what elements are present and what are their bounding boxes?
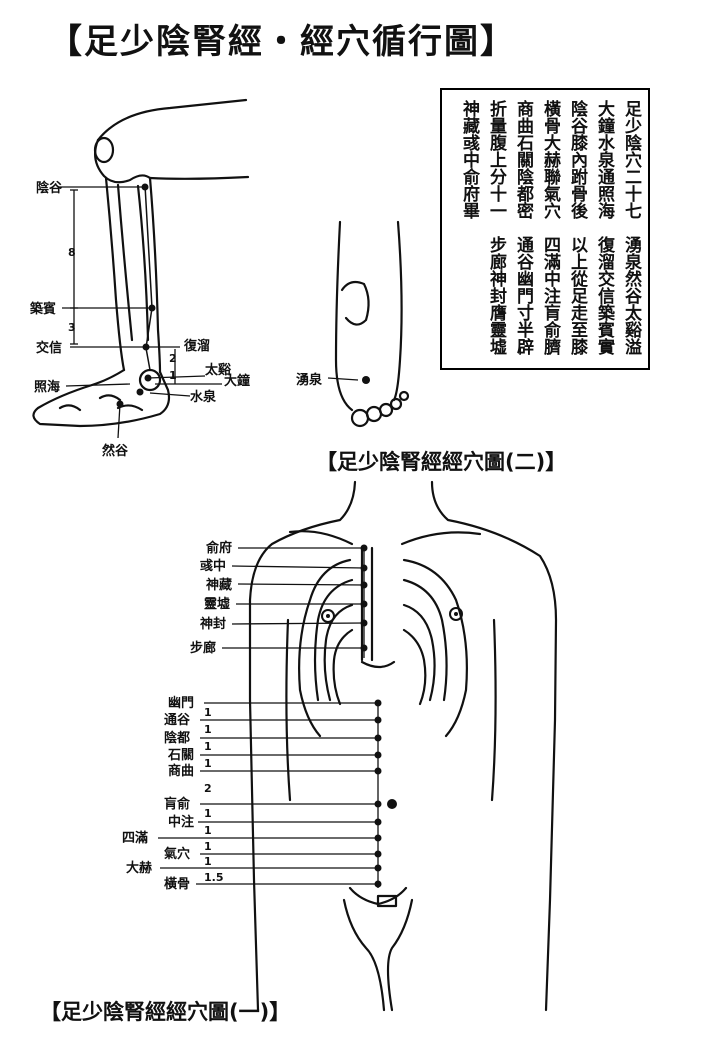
- verse-column: 折量腹上分十一 步廊神封膺靈墟: [486, 100, 506, 355]
- page-title: 【足少陰腎經・經穴循行圖】: [48, 22, 516, 62]
- label-taixi: 太谿: [204, 362, 232, 378]
- label-zhongzhu: 中注: [168, 814, 194, 830]
- interval-number: 1: [204, 807, 212, 820]
- label-yingu: 陰谷: [36, 180, 63, 196]
- label-yindu: 陰都: [164, 730, 190, 746]
- label-huangshu: 肓俞: [164, 796, 191, 812]
- verse-column: 商曲石關陰都密 通谷幽門寸半辟: [513, 100, 533, 355]
- label-tonggu: 通谷: [164, 712, 191, 728]
- label-henggu: 橫骨: [164, 876, 190, 892]
- caption-figure-1: 【足少陰腎經經穴圖(一)】: [40, 1000, 291, 1024]
- label-lingxu: 靈墟: [204, 596, 230, 612]
- label-zhaohai: 照海: [34, 379, 60, 395]
- label-rangu: 然谷: [102, 443, 129, 459]
- label-dahe: 大赫: [126, 860, 152, 876]
- label-zhubin: 築賓: [29, 301, 56, 317]
- interval-number: 1: [204, 740, 212, 753]
- interval-number: 1: [204, 723, 212, 736]
- label-qixue: 氣穴: [164, 846, 190, 862]
- dimension-8: 8: [68, 246, 76, 259]
- label-jiaoxin: 交信: [36, 340, 62, 356]
- dimension-3: 3: [68, 321, 76, 334]
- verse-column: 神藏彧中俞府畢: [459, 100, 479, 219]
- interval-number: 1: [204, 757, 212, 770]
- verse-column: 大鐘水泉通照海 復溜交信築賓實: [594, 100, 614, 355]
- label-shuiquan: 水泉: [190, 389, 217, 405]
- label-siman: 四滿: [122, 830, 148, 846]
- label-bulang: 步廊: [190, 640, 216, 656]
- interval-number: 2: [204, 782, 212, 795]
- verse-column: 橫骨大赫聯氣穴 四滿中注肓俞臍: [540, 100, 560, 355]
- label-yuzhong: 彧中: [200, 558, 226, 574]
- label-fuliu: 復溜: [183, 338, 210, 354]
- label-yongquan: 湧泉: [296, 372, 323, 388]
- verse-box: 足少陰穴二十七 湧泉然谷太谿溢 大鐘水泉通照海 復溜交信築賓實 陰谷膝內跗骨後 …: [440, 88, 650, 370]
- label-shiguan: 石關: [167, 748, 194, 763]
- verse-column: 足少陰穴二十七 湧泉然谷太谿溢: [621, 100, 641, 355]
- label-shufu: 俞府: [205, 540, 232, 556]
- interval-number: 1: [204, 824, 212, 837]
- interval-number: 1: [204, 840, 212, 853]
- interval-number: 1: [204, 855, 212, 868]
- interval-number: 1.5: [204, 871, 224, 884]
- caption-figure-2: 【足少陰腎經經穴圖(二)】: [316, 450, 567, 474]
- label-youmen: 幽門: [168, 696, 194, 711]
- label-shenfeng: 神封: [200, 616, 226, 632]
- dimension-1: 1: [169, 369, 177, 382]
- label-shencang: 神藏: [206, 577, 232, 593]
- verse-column: 陰谷膝內跗骨後 以上從足走至膝: [567, 100, 587, 355]
- dimension-2: 2: [169, 352, 177, 365]
- interval-number: 1: [204, 706, 212, 719]
- label-dazhong: 大鐘: [224, 373, 250, 389]
- label-shangqu: 商曲: [168, 763, 194, 779]
